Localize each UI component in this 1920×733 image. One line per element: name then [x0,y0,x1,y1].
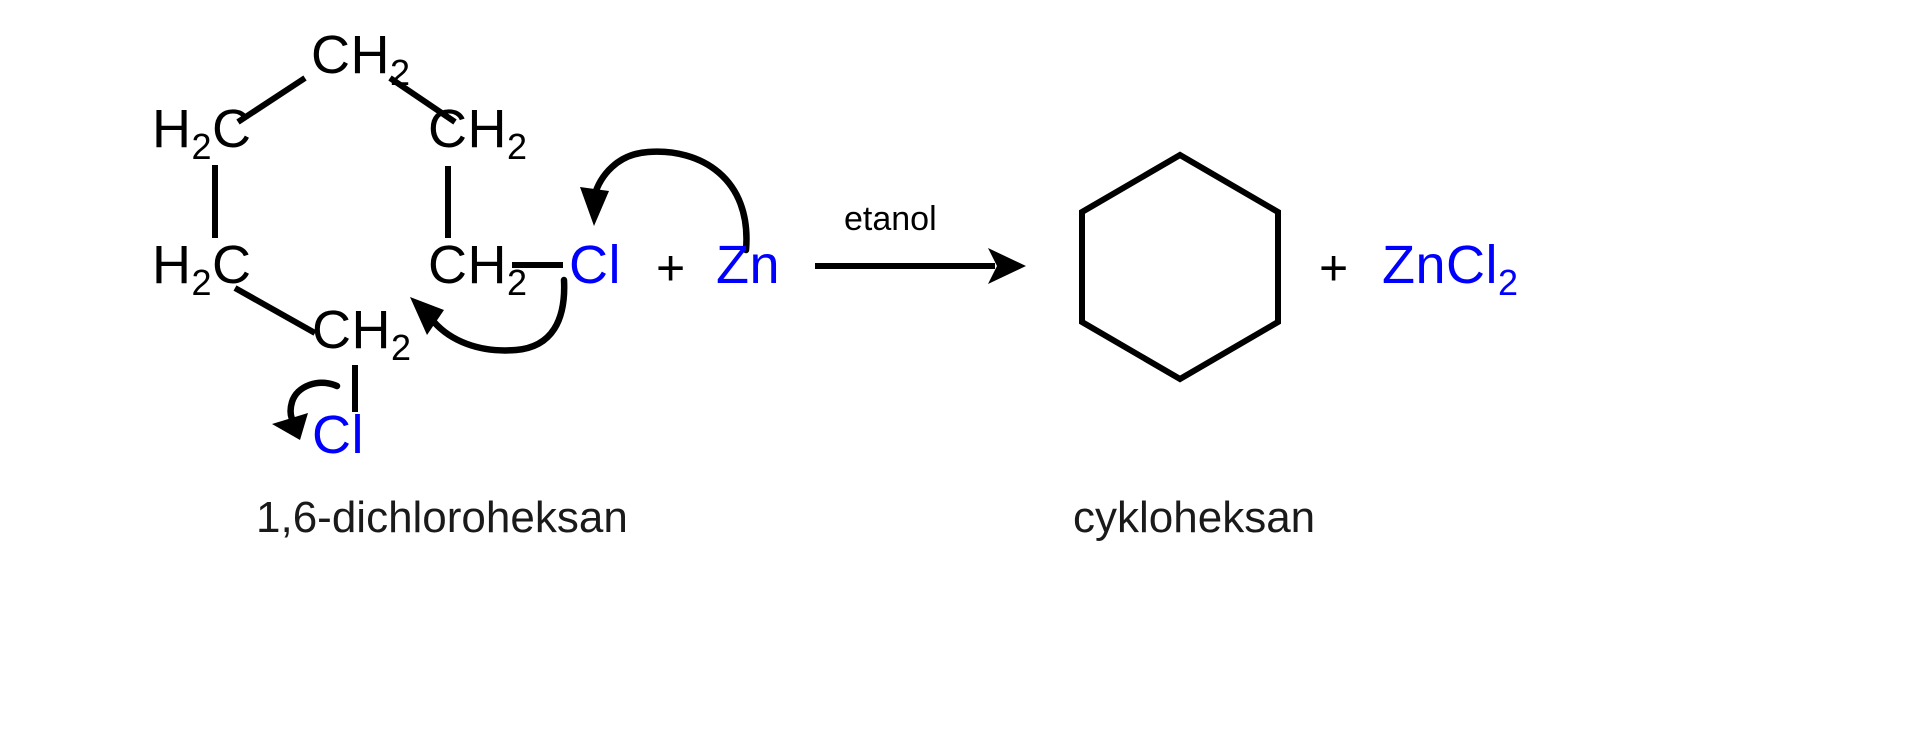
atom-label-chlorine-bottom: Cl [312,405,364,465]
atom-label-chlorine-right: Cl [569,235,621,295]
caption-reactant: 1,6-dichloroheksan [256,493,628,542]
caption-product: cykloheksan [1073,493,1316,542]
byproduct-label-zinc-chloride: ZnCl2 [1382,235,1519,303]
reaction-arrow [815,248,1026,284]
plus-sign-byproduct: + [1319,240,1349,296]
atom-label-upper-right-ch2: CH2 [428,99,528,167]
atom-label-lower-right-ch2: CH2 [428,235,528,303]
atom-label-lower-left-ch2: H2C [152,235,252,303]
atom-label-bottom-ch2: CH2 [312,300,412,368]
atom-label-upper-left-ch2: H2C [152,99,252,167]
plus-sign-reagent: + [656,240,686,296]
cyclohexane-hexagon [1079,151,1281,383]
reagent-label-zinc: Zn [716,235,781,295]
reaction-conditions-solvent: etanol [844,200,937,238]
atom-label-top-ch2: CH2 [311,25,411,93]
